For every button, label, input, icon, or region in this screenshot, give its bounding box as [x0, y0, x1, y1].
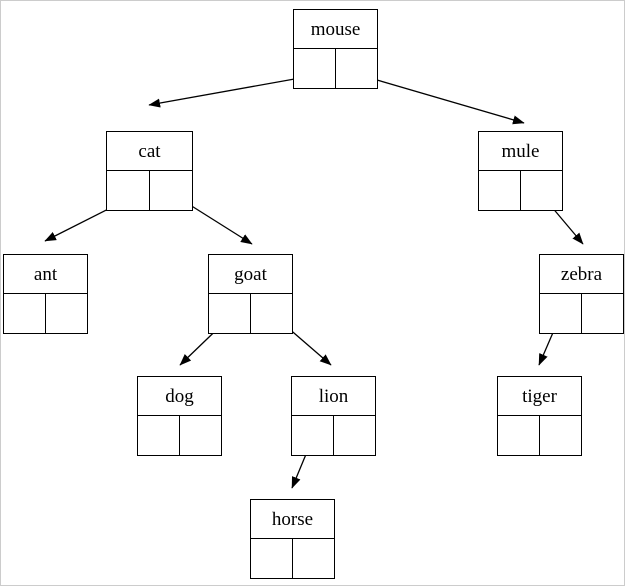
tree-node-mule[interactable]: mule: [478, 131, 563, 211]
left-pointer-cell[interactable]: [209, 294, 251, 333]
right-pointer-cell[interactable]: [251, 294, 293, 333]
node-pointer-cells: [251, 539, 334, 578]
tree-node-cat[interactable]: cat: [106, 131, 193, 211]
tree-node-mouse[interactable]: mouse: [293, 9, 378, 89]
left-pointer-cell[interactable]: [138, 416, 180, 455]
left-pointer-cell[interactable]: [107, 171, 150, 210]
node-pointer-cells: [540, 294, 623, 333]
tree-node-lion[interactable]: lion: [291, 376, 376, 456]
tree-node-dog[interactable]: dog: [137, 376, 222, 456]
node-label: horse: [251, 500, 334, 539]
node-label: cat: [107, 132, 192, 171]
left-pointer-cell[interactable]: [294, 49, 336, 88]
tree-node-zebra[interactable]: zebra: [539, 254, 624, 334]
node-label: mule: [479, 132, 562, 171]
node-label: lion: [292, 377, 375, 416]
left-pointer-cell[interactable]: [540, 294, 582, 333]
tree-node-horse[interactable]: horse: [250, 499, 335, 579]
left-pointer-cell[interactable]: [4, 294, 46, 333]
left-pointer-cell[interactable]: [498, 416, 540, 455]
right-pointer-cell[interactable]: [582, 294, 624, 333]
right-pointer-cell[interactable]: [521, 171, 563, 210]
left-pointer-cell[interactable]: [292, 416, 334, 455]
node-pointer-cells: [292, 416, 375, 455]
node-label: ant: [4, 255, 87, 294]
left-pointer-cell[interactable]: [251, 539, 293, 578]
node-pointer-cells: [107, 171, 192, 210]
node-label: zebra: [540, 255, 623, 294]
right-pointer-cell[interactable]: [150, 171, 193, 210]
tree-node-goat[interactable]: goat: [208, 254, 293, 334]
node-pointer-cells: [479, 171, 562, 210]
node-pointer-cells: [138, 416, 221, 455]
right-pointer-cell[interactable]: [540, 416, 582, 455]
right-pointer-cell[interactable]: [293, 539, 335, 578]
right-pointer-cell[interactable]: [180, 416, 222, 455]
node-label: dog: [138, 377, 221, 416]
node-label: goat: [209, 255, 292, 294]
right-pointer-cell[interactable]: [334, 416, 376, 455]
left-pointer-cell[interactable]: [479, 171, 521, 210]
tree-node-ant[interactable]: ant: [3, 254, 88, 334]
node-label: mouse: [294, 10, 377, 49]
node-pointer-cells: [498, 416, 581, 455]
tree-node-tiger[interactable]: tiger: [497, 376, 582, 456]
right-pointer-cell[interactable]: [336, 49, 378, 88]
right-pointer-cell[interactable]: [46, 294, 88, 333]
node-pointer-cells: [294, 49, 377, 88]
node-pointer-cells: [209, 294, 292, 333]
node-pointer-cells: [4, 294, 87, 333]
node-label: tiger: [498, 377, 581, 416]
edge-mouse-right-to-mule: [352, 72, 525, 125]
